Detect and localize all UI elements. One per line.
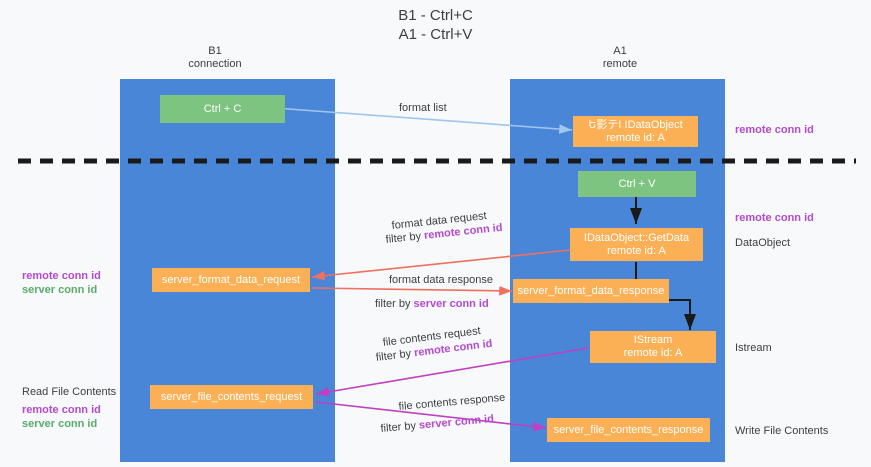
left-label-low-server-conn-id: server conn id <box>22 418 98 430</box>
left-label-remote-conn-id: remote conn id <box>22 270 101 282</box>
right-label-write-file-contents: Write File Contents <box>735 425 829 437</box>
column-header-a1-name: A1 <box>613 45 627 57</box>
box-server-format-data-request-label: server_format_data_request <box>161 273 301 286</box>
title-line-2: A1 - Ctrl+V <box>398 26 473 43</box>
box-server-format-data-request[interactable]: server_format_data_request <box>152 268 310 292</box>
column-header-b1-sub: connection <box>188 58 242 70</box>
box-ctrl-c[interactable]: Ctrl + C <box>160 95 285 123</box>
right-label-dataobject: DataObject <box>735 237 791 249</box>
box-idataobject-getdata[interactable]: IDataObject::GetData remote id: A <box>570 228 703 261</box>
box-ctrl-v[interactable]: Ctrl + V <box>578 171 696 197</box>
box-idataobject[interactable]: Ե影テI IDataObject remote id: A <box>573 116 698 147</box>
title-line-1: B1 - Ctrl+C <box>398 7 473 24</box>
column-header-a1-sub: remote <box>602 58 638 70</box>
box-idataobject-line2: remote id: A <box>606 131 665 144</box>
right-label-mid-remote-conn-id: remote conn id <box>735 212 814 224</box>
left-label-read-file-contents: Read File Contents <box>22 386 117 398</box>
edge-label-file-contents-response-filter: filter by server conn id <box>380 412 495 436</box>
box-server-format-data-response-label: server_format_data_response <box>517 284 665 297</box>
column-header-b1-name: B1 <box>208 45 222 57</box>
right-label-top-remote-conn-id: remote conn id <box>735 124 814 136</box>
box-server-file-contents-request-label: server_file_contents_request <box>160 390 303 403</box>
box-idataobject-line1: Ե影テI IDataObject <box>588 118 683 131</box>
box-ctrl-v-label: Ctrl + V <box>618 177 656 190</box>
filter-prefix: filter by <box>380 419 420 435</box>
filter-prefix: filter by <box>375 347 415 364</box>
diagram-title: B1 - Ctrl+C A1 - Ctrl+V <box>0 6 871 44</box>
edge-label-format-data-response: format data response <box>389 274 493 286</box>
left-label-low-remote-conn-id: remote conn id <box>22 404 101 416</box>
box-istream-line2: remote id: A <box>623 347 683 359</box>
right-label-istream: Istream <box>735 342 772 354</box>
box-server-file-contents-response[interactable]: server_file_contents_response <box>547 418 710 442</box>
edge-label-file-contents-response: file contents response <box>398 391 506 413</box>
edge-label-format-data-response-filter: filter by server conn id <box>375 297 489 311</box>
box-server-format-data-response[interactable]: server_format_data_response <box>513 279 669 303</box>
box-getdata-line1: IDataObject::GetData <box>583 231 690 244</box>
column-header-b1: B1 connection <box>155 45 275 71</box>
box-istream-line1: IStream <box>633 334 673 346</box>
box-ctrl-c-label: Ctrl + C <box>203 102 242 115</box>
box-server-file-contents-response-label: server_file_contents_response <box>553 423 704 436</box>
filter-prefix: filter by <box>375 298 414 310</box>
edge-label-format-list: format list <box>399 102 447 114</box>
column-header-a1: A1 remote <box>560 45 680 71</box>
filter-key-server-conn-id: server conn id <box>418 413 495 432</box>
filter-prefix: filter by <box>385 229 425 246</box>
box-istream[interactable]: IStream remote id: A <box>590 331 716 363</box>
left-label-server-conn-id: server conn id <box>22 284 98 296</box>
box-getdata-line2: remote id: A <box>607 244 666 257</box>
filter-key-server-conn-id: server conn id <box>413 298 489 310</box>
box-server-file-contents-request[interactable]: server_file_contents_request <box>150 385 313 409</box>
